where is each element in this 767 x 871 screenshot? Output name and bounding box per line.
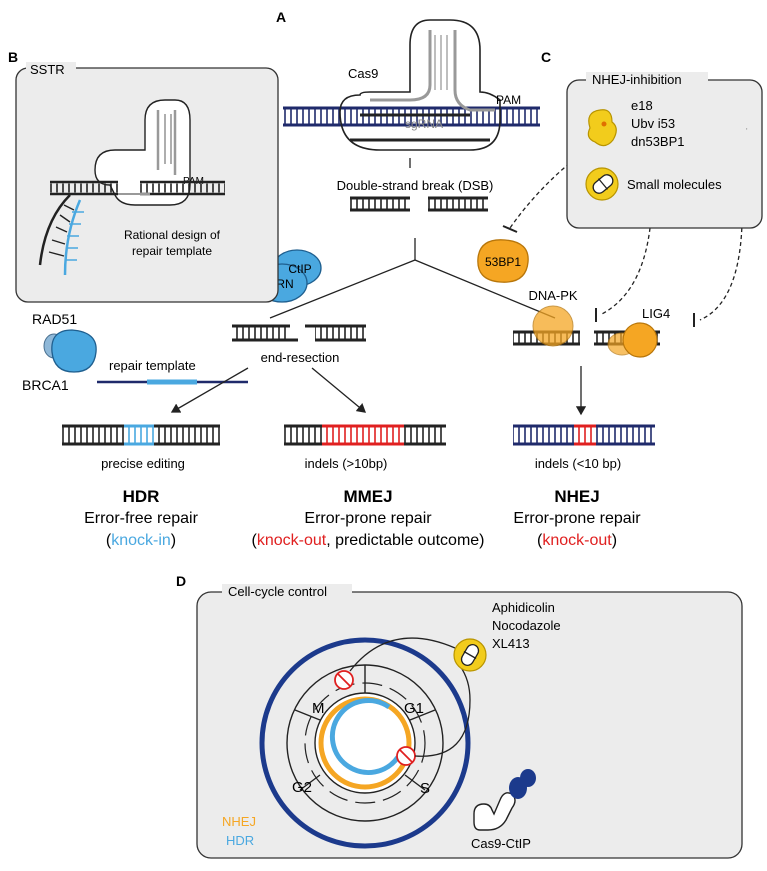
panel-label-d: D xyxy=(176,573,186,589)
pam-label-a: PAM xyxy=(496,93,521,107)
nhej-result-label: indels (<10 bp) xyxy=(535,456,621,471)
mmej-dna xyxy=(284,422,446,448)
legend-nhej: NHEJ xyxy=(222,814,256,829)
mmej-name: MMEJ xyxy=(343,487,392,506)
hdr-dna xyxy=(62,422,220,448)
outcome-nhej: indels (<10 bp) NHEJ Error-prone repair … xyxy=(513,456,641,549)
drug-1: Aphidicolin xyxy=(492,600,555,615)
hdr-note: (knock-in) xyxy=(106,532,176,549)
end-resection-label: end-resection xyxy=(261,350,340,365)
block-icon-m-g1 xyxy=(334,670,354,690)
lig4-label: LIG4 xyxy=(642,306,670,321)
pathway-branch xyxy=(269,238,556,319)
drug-2: Nocodazole xyxy=(492,618,561,633)
sgrna-label: sgRNA xyxy=(405,117,443,131)
block-icon-g1-s xyxy=(396,746,416,766)
53bp1-label: 53BP1 xyxy=(485,255,521,269)
brca1-label: BRCA1 xyxy=(22,377,69,393)
inhibitor-1: e18 xyxy=(631,98,653,113)
panel-d-cell-cycle: Cell-cycle control M G1 G2 S Aphidicol xyxy=(196,584,743,859)
sstr-caption-1: Rational design of xyxy=(124,228,221,242)
nhej-note: (knock-out) xyxy=(537,532,617,549)
broken-dna xyxy=(350,196,488,212)
rad51-label: RAD51 xyxy=(32,311,77,327)
end-resection-dna: end-resection xyxy=(232,324,366,365)
nhej-name: NHEJ xyxy=(554,487,599,506)
nhej-complex: DNA-PK LIG4 xyxy=(513,288,670,358)
inhibitor-3: dn53BP1 xyxy=(631,134,685,149)
cas9-label: Cas9 xyxy=(348,66,378,81)
panel-label-c: C xyxy=(541,49,551,65)
cas9-ctip-icon xyxy=(473,769,536,831)
nhej-inhibition-title: NHEJ-inhibition xyxy=(592,72,682,87)
phase-g2: G2 xyxy=(292,779,312,796)
panel-label-b: B xyxy=(8,49,18,65)
rad51-brca1: RAD51 BRCA1 repair template xyxy=(22,311,248,393)
sstr-caption-2: repair template xyxy=(132,244,212,258)
repair-template-label: repair template xyxy=(109,358,196,373)
nhej-dna xyxy=(513,422,655,448)
panel-b-sstr: SSTR PAM Rational design of repair templ… xyxy=(15,62,279,303)
outcome-hdr: precise editing HDR Error-free repair (k… xyxy=(84,456,198,549)
mmej-desc: Error-prone repair xyxy=(304,510,432,527)
phase-g1: G1 xyxy=(404,700,424,717)
outcome-mmej: indels (>10bp) MMEJ Error-prone repair (… xyxy=(251,456,484,549)
ctip-label: CtIP xyxy=(288,262,311,276)
sstr-title: SSTR xyxy=(30,62,65,77)
dsb-label: Double-strand break (DSB) xyxy=(337,178,494,193)
inhibition-lines xyxy=(502,149,743,327)
nhej-desc: Error-prone repair xyxy=(513,510,641,527)
mmej-result-label: indels (>10bp) xyxy=(305,456,388,471)
outcome-arrows xyxy=(170,366,587,416)
hdr-result-label: precise editing xyxy=(101,456,185,471)
drug-3: XL413 xyxy=(492,636,530,651)
legend-hdr: HDR xyxy=(226,833,254,848)
cas9-complex: Cas9 sgRNA PAM xyxy=(283,19,540,168)
hdr-name: HDR xyxy=(123,487,160,506)
phase-m: M xyxy=(312,700,325,717)
panel-label-a: A xyxy=(276,9,286,25)
panel-c-nhej-inhibition: NHEJ-inhibition e18 Ubv i53 dn53BP1 Smal… xyxy=(566,72,763,229)
cas9-ctip-label: Cas9-CtIP xyxy=(471,836,531,851)
mmej-note: (knock-out, predictable outcome) xyxy=(251,532,484,549)
cell-cycle-title: Cell-cycle control xyxy=(228,584,327,599)
hdr-desc: Error-free repair xyxy=(84,510,198,527)
small-molecules-label: Small molecules xyxy=(627,177,722,192)
phase-s: S xyxy=(420,780,430,797)
svg-text:': ' xyxy=(746,127,748,136)
inhibitor-2: Ubv i53 xyxy=(631,116,675,131)
53bp1-protein: 53BP1 xyxy=(477,239,529,283)
dnapk-label: DNA-PK xyxy=(528,288,577,303)
